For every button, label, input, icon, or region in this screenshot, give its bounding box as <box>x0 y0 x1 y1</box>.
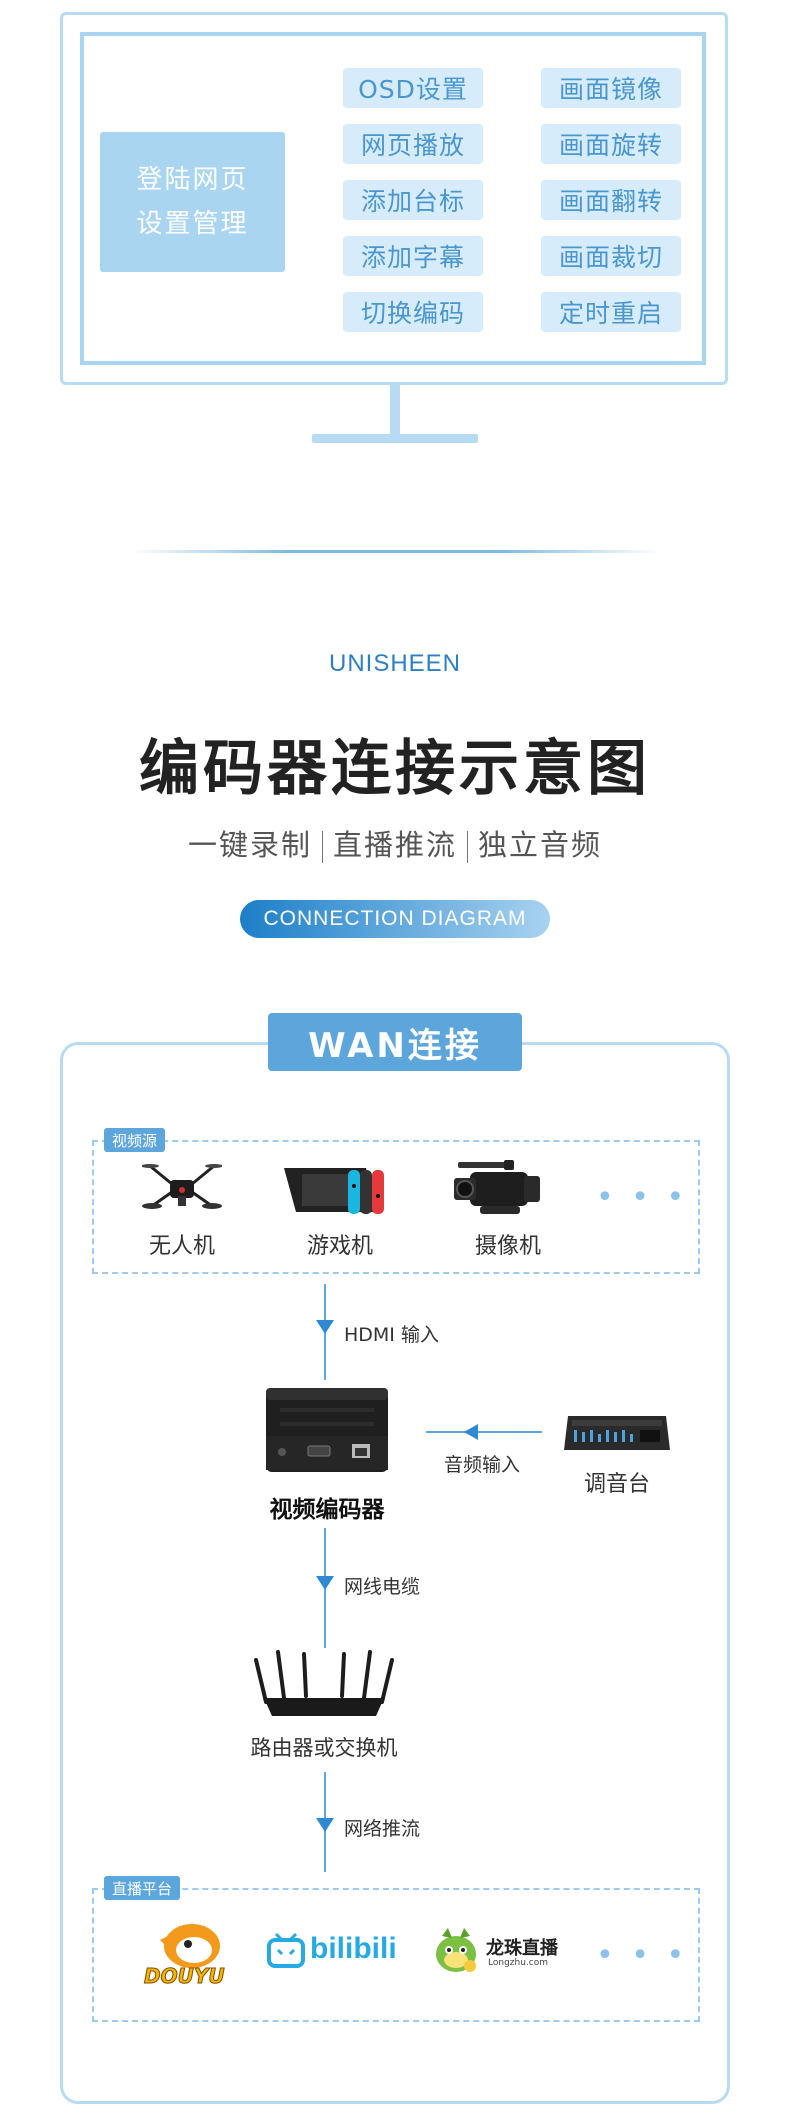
arrow-left-icon <box>464 1424 478 1440</box>
subtitle: 一键录制直播推流独立音频 <box>0 822 790 864</box>
feature-web-play: 网页播放 <box>343 124 483 164</box>
monitor-neck <box>390 385 400 437</box>
connection-diagram-badge: CONNECTION DIAGRAM <box>240 900 550 938</box>
feature-mirror: 画面镜像 <box>541 68 681 108</box>
more-platforms-icon: • • • <box>596 1938 689 1973</box>
source-camera-label: 摄像机 <box>474 1234 541 1259</box>
subtitle-part-3: 独立音频 <box>478 828 603 862</box>
arrow-down-icon <box>316 1818 334 1832</box>
audio-input-label: 音频输入 <box>444 1454 521 1476</box>
login-line-1: 登陆网页 <box>136 165 249 195</box>
video-source-tag: 视频源 <box>104 1128 166 1152</box>
encoder-device-icon <box>262 1382 392 1482</box>
douyu-logo: DOUYU <box>140 1920 236 1990</box>
monitor-screen <box>80 32 706 365</box>
login-settings-box: 登陆网页 设置管理 <box>100 132 285 272</box>
wan-section-title: WAN连接 <box>268 1013 522 1071</box>
arrow-down-icon <box>316 1320 334 1334</box>
platform-tag: 直播平台 <box>104 1876 181 1900</box>
subtitle-separator <box>321 831 323 863</box>
feature-rotate: 画面旋转 <box>541 124 681 164</box>
mixer-label: 调音台 <box>583 1472 650 1497</box>
router-icon <box>254 1650 394 1726</box>
longzhu-logo-url: Longzhu.com <box>488 1958 548 1968</box>
encoder-label: 视频编码器 <box>269 1497 385 1523</box>
arrow-down-icon <box>316 1576 334 1590</box>
bilibili-logo: bilibili <box>266 1930 406 1974</box>
monitor-base <box>312 434 478 443</box>
subtitle-part-2: 直播推流 <box>332 828 457 862</box>
game-console-icon <box>280 1160 400 1224</box>
feature-subtitle: 添加字幕 <box>343 236 483 276</box>
video-source-box <box>92 1140 700 1274</box>
page-title: 编码器连接示意图 <box>139 734 651 804</box>
router-label: 路由器或交换机 <box>250 1736 398 1760</box>
longzhu-logo: 龙珠直播 Longzhu.com <box>432 1926 572 1980</box>
audio-flow-line <box>426 1431 542 1433</box>
subtitle-part-1: 一键录制 <box>187 828 312 862</box>
longzhu-logo-text: 龙珠直播 <box>486 1938 558 1959</box>
source-console-label: 游戏机 <box>306 1234 373 1259</box>
feature-switch-codec: 切换编码 <box>343 292 483 332</box>
feature-crop: 画面裁切 <box>541 236 681 276</box>
platform-box <box>92 1888 700 2022</box>
camcorder-icon <box>452 1158 544 1224</box>
feature-timed-restart: 定时重启 <box>541 292 681 332</box>
feature-logo: 添加台标 <box>343 180 483 220</box>
douyu-logo-text: DOUYU <box>144 1964 226 1989</box>
subtitle-separator <box>467 831 468 863</box>
drone-icon <box>141 1160 223 1222</box>
brand-logo: UNISHEEN <box>328 650 462 677</box>
bilibili-logo-text: bilibili <box>310 1932 397 1965</box>
section-divider <box>130 550 660 553</box>
feature-flip: 画面翻转 <box>541 180 681 220</box>
network-cable-label: 网线电缆 <box>344 1576 421 1598</box>
feature-osd: OSD设置 <box>343 68 483 108</box>
login-line-2: 设置管理 <box>136 209 249 239</box>
network-stream-label: 网络推流 <box>344 1818 421 1840</box>
hdmi-input-label: HDMI 输入 <box>344 1324 439 1346</box>
source-drone-label: 无人机 <box>148 1234 215 1259</box>
audio-mixer-icon <box>562 1410 672 1460</box>
more-sources-icon: • • • <box>596 1180 689 1215</box>
